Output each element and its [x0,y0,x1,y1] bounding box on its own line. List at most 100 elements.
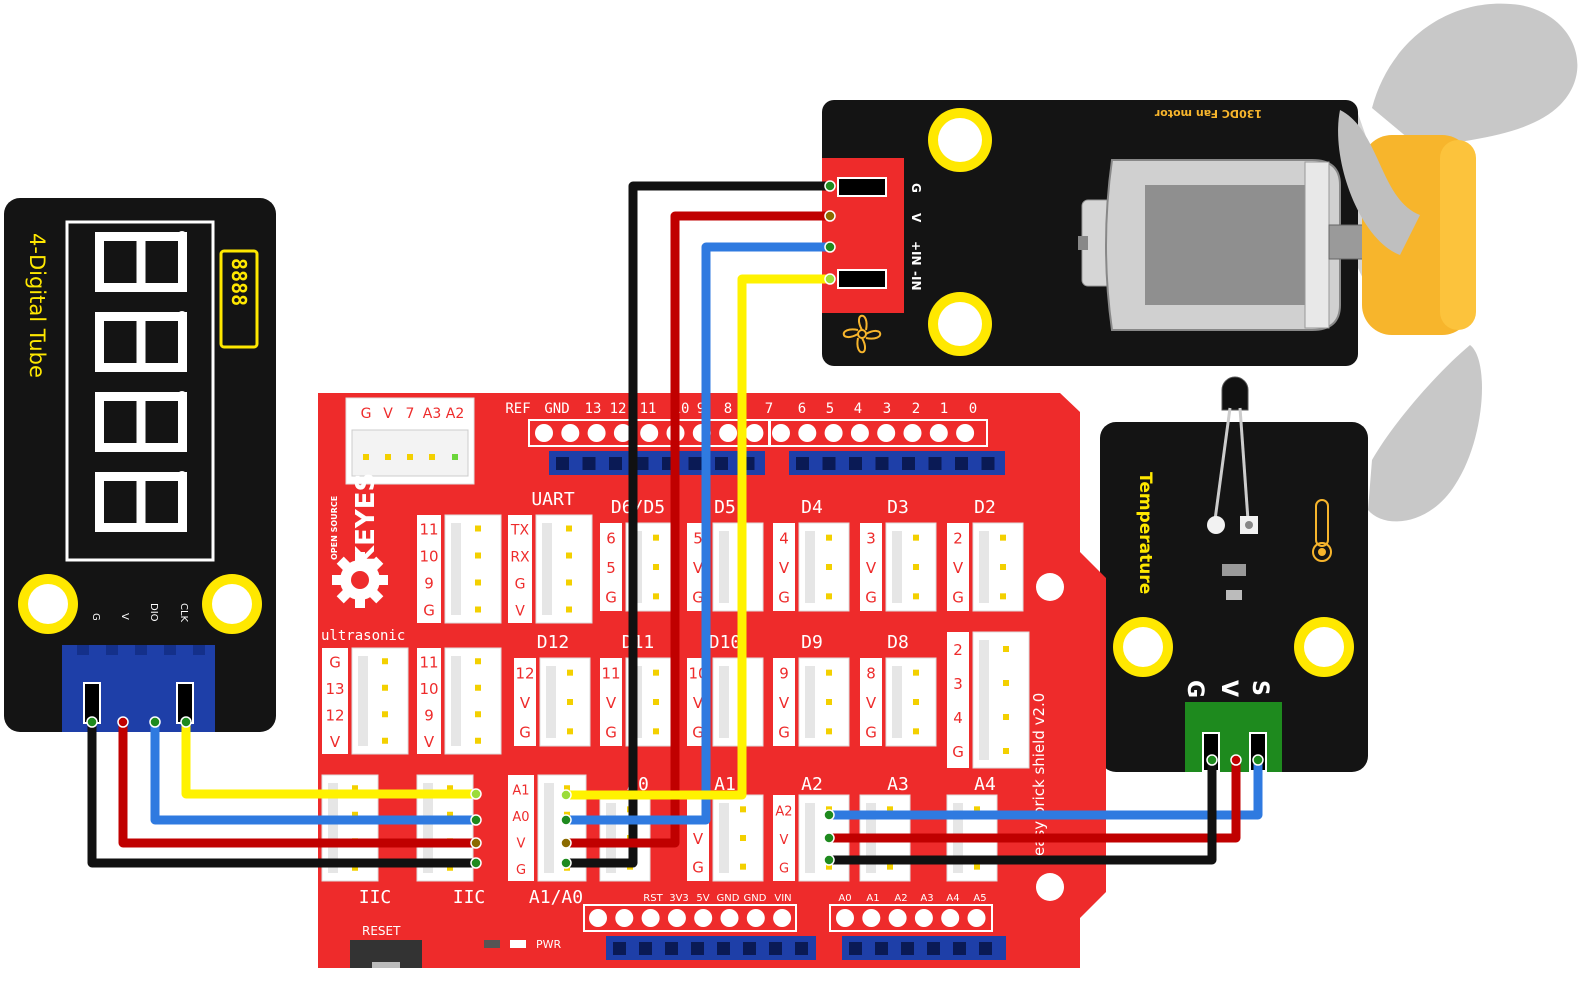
male-pin [715,457,728,470]
header-pad [967,909,986,927]
digit-point [177,231,187,241]
wire-fan-minus-in [566,274,830,800]
port-pin [567,728,573,735]
port-title: IIC [453,887,486,908]
port-pin [887,806,893,813]
port-title: D10 [709,632,742,653]
digit-1 [95,231,187,292]
port-pin-label: G [952,588,964,606]
wire-endpoint [470,857,482,869]
top-header-label: 2 [912,401,920,417]
port-pin-label: V [424,733,435,751]
male-pin [849,942,862,955]
reset-label: RESET [362,924,401,938]
port-pin [826,728,832,735]
header-pad [941,909,960,927]
port-pin [826,699,832,705]
wire-fan-g [566,181,830,868]
propeller-blade-bottom [1368,345,1482,522]
temp-pin-label-v: V [1216,680,1241,697]
wire-tube-clk [181,722,476,799]
port-pin [653,593,659,600]
port-pin-label: 9 [424,575,434,593]
header-pad [772,424,790,442]
male-pin [795,942,808,955]
port-pin-label: 12 [515,665,534,683]
port-pin-label: G [779,862,789,877]
port-pin-label: G [605,588,617,606]
wire-endpoint [560,789,572,801]
port-pin-label: G [692,723,704,741]
top-header-label: 11 [640,401,657,417]
port-pin [740,863,746,870]
header-pad [836,909,854,927]
male-pin [665,942,678,955]
port-pin [382,711,388,718]
port-pin-label: RX [510,550,530,566]
wire-endpoint [470,814,482,826]
port-pin-label: V [866,559,877,577]
port-title: D6/D5 [611,497,665,518]
connector-pin [452,454,458,460]
wire-endpoint [470,837,482,849]
fan-pin-label-plus-in: +IN [909,241,923,266]
port-pin [826,863,832,870]
port-pin-label: V [515,604,525,620]
port-pin-label: 2 [953,641,963,659]
wire-fan-plus-in [566,242,830,825]
connector-label: 7 [406,406,415,422]
male-pin [717,942,730,955]
port-pin [564,785,570,792]
port-pin-label: 9 [779,665,789,683]
top-header-label: 13 [585,401,602,417]
port-pin [826,669,832,676]
header-pad [956,424,975,442]
power-header [583,904,797,932]
wire-endpoint [560,814,572,826]
header-pad [824,424,843,442]
pwr-led-dark [484,940,500,948]
wire-endpoint [824,210,836,222]
dc-motor [1078,159,1370,331]
connector-pin [385,454,391,460]
wire-endpoint [560,857,572,869]
top-header-label: 12 [610,401,627,417]
port-pin [1003,714,1009,720]
port-pin [913,593,919,600]
analog-header [829,904,993,932]
wire-endpoint [117,716,129,728]
port-title: D3 [887,497,909,518]
header-pad [641,909,660,927]
header-pad [798,424,817,442]
wire-temp-v [829,760,1241,843]
top-header-label: 3 [883,401,891,417]
wire-tube-g [87,722,476,868]
port-pin-label: 2 [953,530,963,548]
male-pin [875,942,888,955]
power-header-label: GND [717,893,740,904]
digit-point [177,471,187,481]
temp-pin-label-s: S [1247,680,1272,696]
port-pin-label: 12 [325,706,344,724]
port-pin [475,684,481,691]
wire-temp-g [829,760,1217,865]
male-pin [953,942,966,955]
power-header-label: RST [643,893,663,904]
port-pin-label: 3 [953,675,963,693]
header-pad [888,909,907,927]
port-pin [1000,593,1006,600]
port-pin-label: 6 [606,530,616,548]
